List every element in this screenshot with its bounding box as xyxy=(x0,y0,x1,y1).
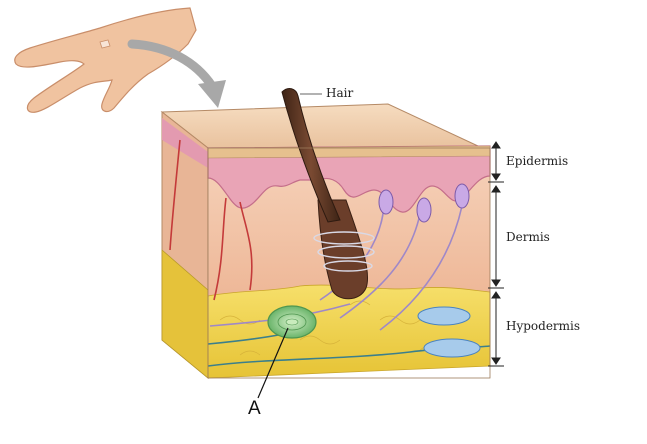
blood-vessel-network xyxy=(417,306,481,358)
pacinian-corpuscle xyxy=(267,305,317,339)
hair-follicle xyxy=(313,199,375,300)
hair-shaft xyxy=(281,88,341,223)
epidermis-layer xyxy=(207,145,491,213)
hand-icon xyxy=(14,7,197,113)
hair-label: Hair xyxy=(326,86,354,100)
touch-receptor xyxy=(378,183,470,223)
epidermis-label: Epidermis xyxy=(506,154,569,168)
layer-brackets xyxy=(488,141,504,367)
skin-top-face xyxy=(160,103,479,149)
hypodermis-label: Hypodermis xyxy=(506,319,581,333)
marker-a-label: A xyxy=(248,398,261,419)
marker-leader-line xyxy=(257,327,289,399)
arrow-icon xyxy=(127,39,226,108)
dermis-label: Dermis xyxy=(506,230,550,244)
